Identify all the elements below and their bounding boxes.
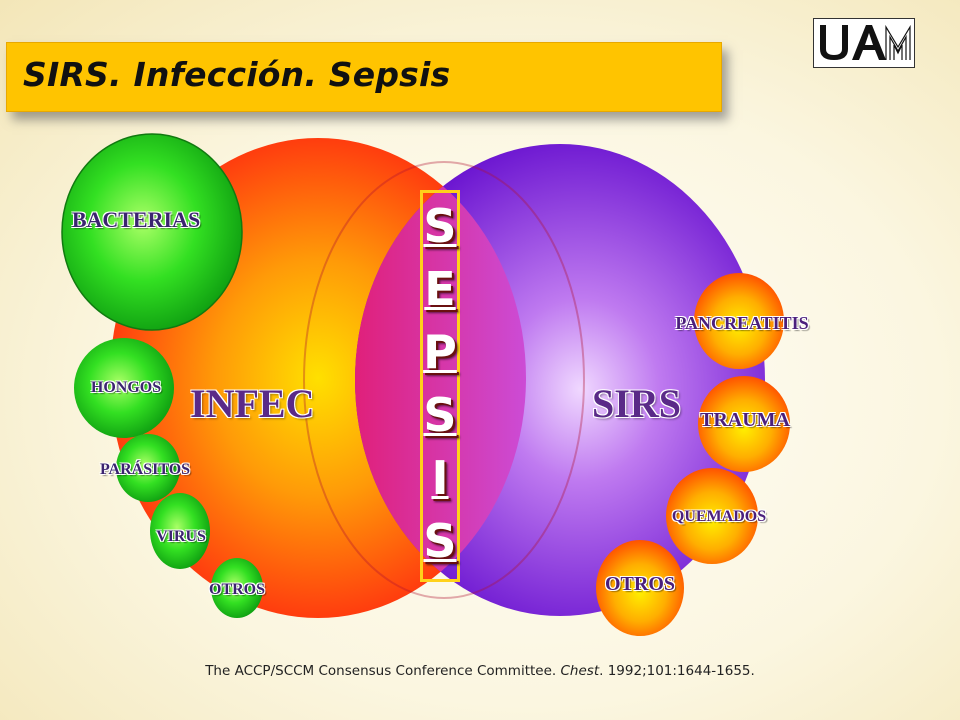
bacterias-label: BACTERIAS [71, 207, 201, 232]
hongos-label: HONGOS [90, 379, 162, 396]
otros-sirs-circle [596, 540, 684, 636]
trauma-circle [698, 376, 790, 472]
virus-label: VIRUS [156, 528, 206, 545]
infection-label: INFEC [190, 381, 315, 426]
otros-infection-circle [211, 558, 263, 618]
citation-journal: Chest [560, 663, 600, 679]
quemados-circle [666, 468, 758, 564]
otros-infection-label: OTROS [208, 581, 266, 598]
sirs-label: SIRS [592, 381, 681, 426]
intersection-outline [303, 161, 585, 599]
bacterias-circle [61, 133, 243, 331]
sepsis-frame: S E P S I S [420, 190, 460, 582]
title-banner: SIRS. Infección. Sepsis [6, 42, 722, 112]
citation-details: . 1992;101:1644-1655. [599, 663, 755, 679]
otros-sirs-label: OTROS [604, 573, 676, 595]
page-title: SIRS. Infección. Sepsis [23, 55, 451, 94]
trauma-label: TRAUMA [700, 409, 790, 431]
uam-logo-mark [820, 24, 911, 60]
pancreatitis-circle [694, 273, 784, 369]
virus-circle [150, 493, 210, 569]
uam-logo [813, 18, 915, 68]
sepsis-letter: S [423, 199, 457, 253]
quemados-label: QUEMADOS [671, 508, 767, 525]
pancreatitis-label: PANCREATITIS [675, 313, 809, 333]
sepsis-letter: S [423, 514, 457, 568]
sepsis-letter: S [423, 388, 457, 442]
parasitos-label: PARÁSITOS [99, 461, 191, 478]
hongos-circle [74, 338, 174, 438]
citation: The ACCP/SCCM Consensus Conference Commi… [0, 663, 960, 679]
parasitos-circle [116, 434, 180, 502]
citation-authors: The ACCP/SCCM Consensus Conference Commi… [205, 663, 561, 679]
sepsis-letter: P [423, 325, 457, 379]
sepsis-letter: E [424, 262, 456, 316]
sepsis-letter: I [431, 451, 449, 505]
